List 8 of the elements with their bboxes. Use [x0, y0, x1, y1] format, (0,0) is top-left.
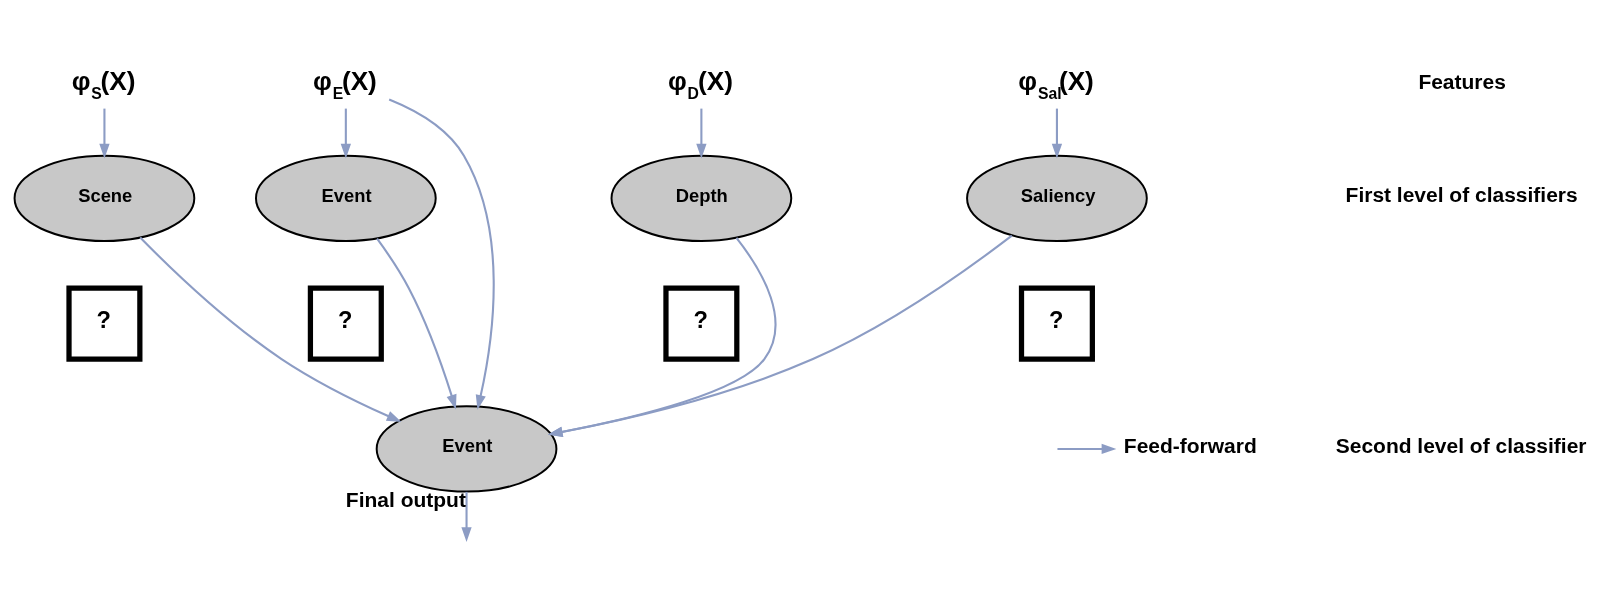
label: Features: [1418, 69, 1506, 93]
label: Second level of classifier: [1335, 433, 1587, 457]
node-text: φ$_{Sal}$(X): [1018, 65, 1094, 102]
legend-label: Feed-forward: [1123, 433, 1257, 457]
node-text: φ$_{S}$(X): [71, 65, 136, 102]
node-text: φ$_{D}$(X): [667, 65, 734, 102]
label: First level of classifiers: [1345, 182, 1578, 206]
node-text: φ$_{E}$(X): [313, 65, 377, 102]
